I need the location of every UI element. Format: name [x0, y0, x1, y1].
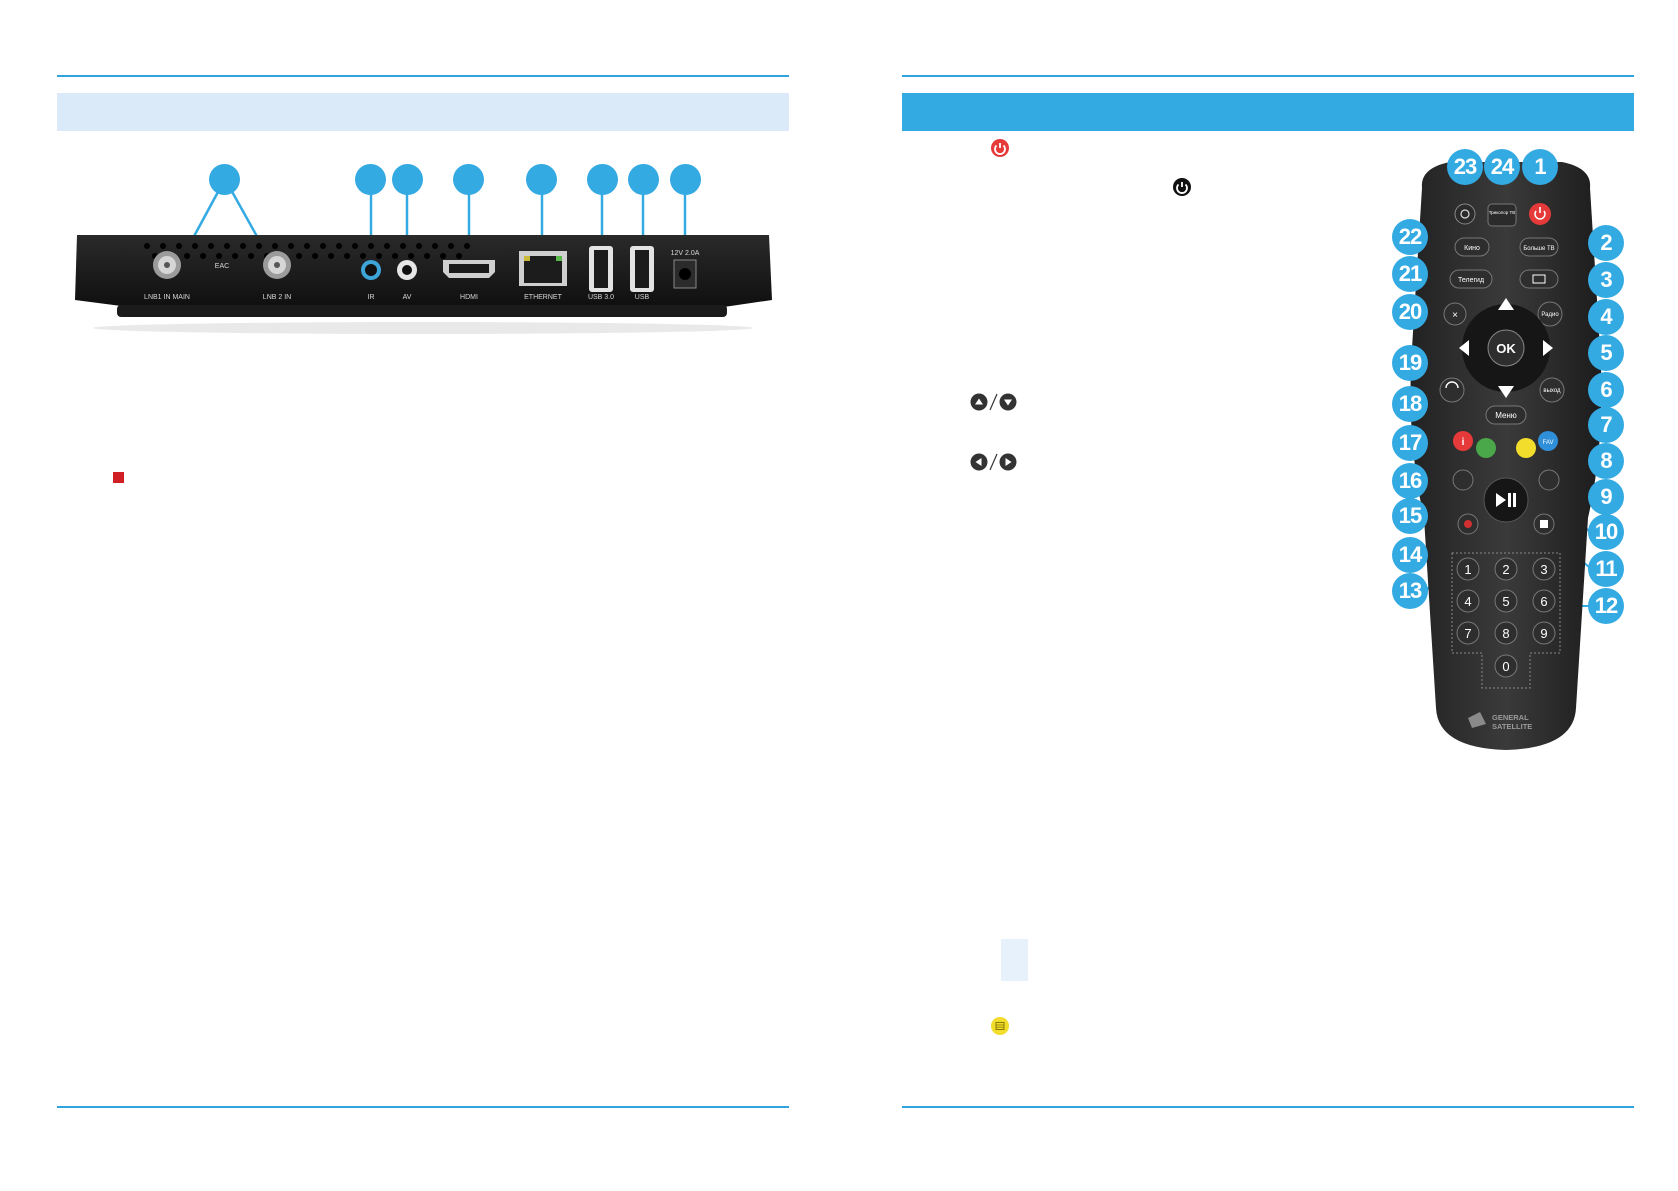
red-marker-square	[113, 472, 124, 483]
brand-line2: SATELLITE	[1492, 722, 1532, 731]
right-top-rule	[902, 75, 1634, 77]
left-bottom-rule	[57, 1106, 789, 1108]
callout-15: 15	[1392, 498, 1428, 534]
right-section-header	[902, 93, 1634, 131]
callout-22: 22	[1392, 219, 1428, 255]
power-red-icon	[991, 139, 1009, 157]
callout-10: 10	[1588, 514, 1624, 550]
callout-5: 5	[1588, 335, 1624, 371]
hdmi-label: HDMI	[460, 294, 478, 301]
callout-11: 11	[1588, 551, 1624, 587]
digit-2: 2	[1502, 562, 1509, 577]
right-bottom-rule	[902, 1106, 1634, 1108]
digit-7: 7	[1464, 626, 1471, 641]
callout-23: 23	[1447, 149, 1483, 185]
digit-6: 6	[1540, 594, 1547, 609]
ir-label: IR	[368, 294, 375, 301]
callout-18: 18	[1392, 386, 1428, 422]
usb3-label: USB 3.0	[588, 294, 614, 301]
left-right-arrows-icon	[970, 453, 1017, 471]
lnb-connectors	[153, 251, 291, 279]
power-black-icon	[1173, 178, 1191, 196]
callout-14: 14	[1392, 537, 1428, 573]
digit-1: 1	[1464, 562, 1471, 577]
light-highlight-box	[1001, 939, 1028, 981]
svg-text:×: ×	[1452, 310, 1458, 321]
digit-0: 0	[1502, 659, 1509, 674]
callout-16: 16	[1392, 463, 1428, 499]
callout-3: 3	[1588, 262, 1624, 298]
power-label: 12V 2.0A	[671, 250, 700, 257]
callout-20: 20	[1392, 294, 1428, 330]
menu-label: Меню	[1495, 411, 1517, 420]
callout-8: 8	[1588, 443, 1624, 479]
kino-label: Кино	[1464, 245, 1480, 252]
digit-8: 8	[1502, 626, 1509, 641]
eac-mark: EAC	[215, 263, 229, 270]
yellow-key-icon	[991, 1017, 1009, 1035]
digit-5: 5	[1502, 594, 1509, 609]
callout-13: 13	[1392, 573, 1428, 609]
remote-control: Триколор ТВ Кино Больше ТВ Телегид × Рад…	[1380, 148, 1632, 758]
usb-label: USB	[635, 294, 650, 301]
ok-label: OK	[1496, 341, 1516, 356]
bolshe-tv-label: Больше ТВ	[1523, 246, 1554, 252]
callout-2: 2	[1588, 225, 1624, 261]
digit-9: 9	[1540, 626, 1547, 641]
lnb2-label: LNB 2 IN	[263, 294, 291, 301]
svg-text:i: i	[1462, 437, 1465, 448]
radio-label: Радио	[1541, 312, 1559, 318]
callout-21: 21	[1392, 256, 1428, 292]
left-section-header	[57, 93, 789, 131]
callout-4: 4	[1588, 299, 1624, 335]
brand-line1: GENERAL	[1492, 713, 1529, 722]
callout-12: 12	[1588, 588, 1624, 624]
telegid-label: Телегид	[1458, 277, 1484, 284]
remote-control-drawing: Триколор ТВ Кино Больше ТВ Телегид × Рад…	[1410, 162, 1602, 750]
callout-1: 1	[1522, 149, 1558, 185]
callout-19: 19	[1392, 345, 1428, 381]
callout-7: 7	[1588, 407, 1624, 443]
ethernet-label: ETHERNET	[524, 294, 562, 301]
callout-6: 6	[1588, 372, 1624, 408]
callout-24: 24	[1484, 149, 1520, 185]
vent-holes	[144, 243, 470, 259]
callout-leaders	[190, 178, 687, 241]
fav-label: FAV	[1543, 440, 1554, 446]
trikolor-tv-label: Триколор ТВ	[1489, 210, 1516, 215]
left-top-rule	[57, 75, 789, 77]
digit-3: 3	[1540, 562, 1547, 577]
up-down-arrows-icon	[970, 393, 1017, 411]
numeric-keypad: 1 2 3 4 5 6 7 8 9 0	[1456, 557, 1556, 678]
lnb1-label: LNB1 IN MAIN	[144, 294, 190, 301]
exit-label: выход	[1543, 388, 1561, 394]
callout-9: 9	[1588, 479, 1624, 515]
digit-4: 4	[1464, 594, 1471, 609]
receiver-back-panel-drawing: 12V 2.0A LNB1 IN MAIN LNB 2 IN EAC IR AV…	[75, 178, 772, 334]
av-label: AV	[403, 294, 412, 301]
receiver-back-panel: 12V 2.0A LNB1 IN MAIN LNB 2 IN EAC IR AV…	[57, 160, 789, 350]
callout-17: 17	[1392, 425, 1428, 461]
